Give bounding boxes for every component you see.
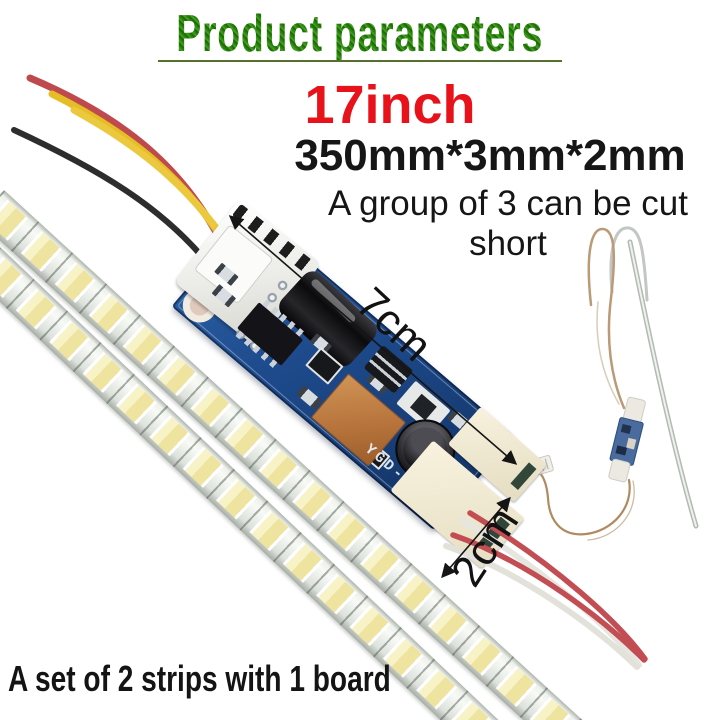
mini-driver-module [608,396,646,483]
module-chip-1 [620,424,632,434]
strip-hairpin-left [587,227,626,410]
dimensions-text: 350mm*3mm*2mm [294,131,686,180]
thin-wire-strand [596,301,620,405]
dimension-lines [228,215,518,579]
black-wire [11,127,213,269]
cut-note-text: A group of 3 can be cut short [328,184,688,263]
module-output-wire [537,470,631,536]
title-underline [158,60,562,62]
thin-led-strip-highlight [629,241,697,527]
footer-caption: A set of 2 strips with 1 board [8,658,391,699]
page-title-wrap: Product parameters [0,4,720,64]
board-length-dimension-line [228,215,518,465]
page-title: Product parameters [176,5,544,63]
thin-strip-assembly [526,226,699,541]
module-sleeve-bottom [608,458,631,483]
module-chip-2 [626,437,637,450]
module-output-strand [587,480,635,541]
module-chip-3 [615,445,628,456]
size-inch-text: 17inch [304,75,476,135]
connector-width-dimension-line [441,496,511,579]
strip-hairpin-right [609,226,649,302]
